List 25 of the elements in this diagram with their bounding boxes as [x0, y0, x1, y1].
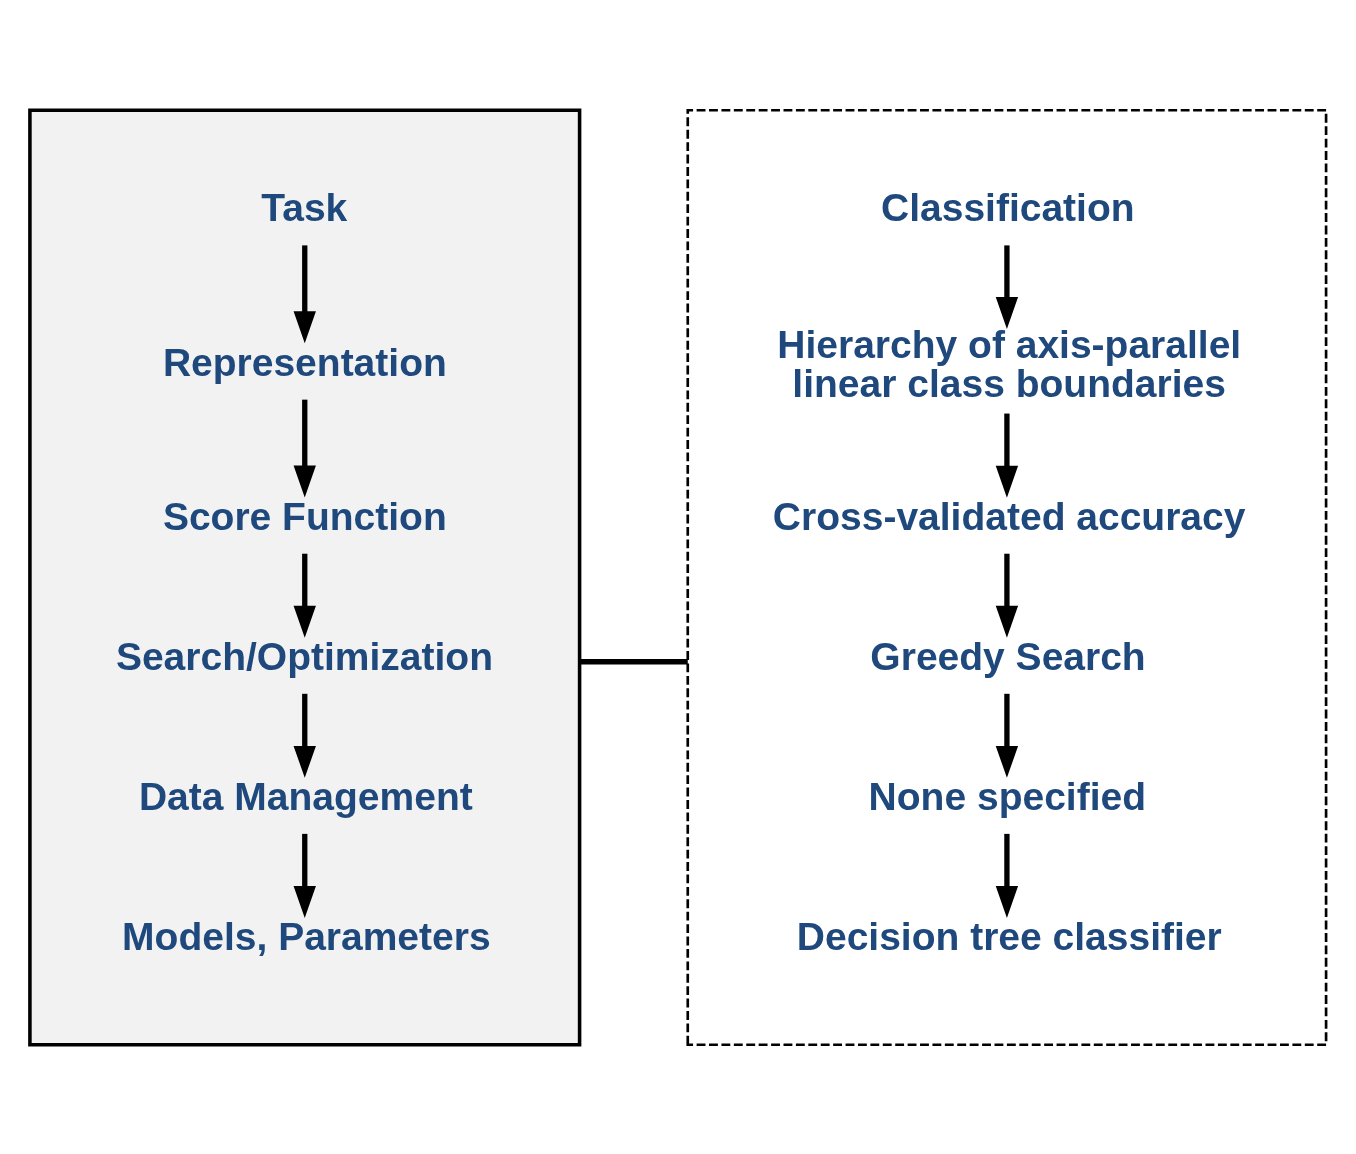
arrow — [995, 413, 1019, 498]
cluster — [28, 108, 582, 1046]
node-text: Search/Optimization — [115, 634, 493, 678]
node-text: None specified — [868, 774, 1147, 818]
arrow — [995, 553, 1019, 638]
arrow — [293, 244, 316, 343]
arrow — [995, 693, 1019, 778]
node-text: Score Function — [162, 494, 447, 538]
arrow — [995, 244, 1019, 329]
arrow — [293, 693, 316, 778]
arrow — [293, 399, 316, 497]
arrow — [293, 833, 316, 918]
connector — [579, 658, 688, 664]
node-text: Hierarchy of axis-parallel linear class boundaries — [777, 322, 1242, 405]
node-text: Models, Parameters — [122, 914, 491, 958]
node-text: Task — [261, 185, 348, 229]
arrow — [995, 833, 1019, 918]
cluster — [686, 108, 1328, 1046]
node-text: Classification — [881, 185, 1135, 229]
node-text: Representation — [162, 340, 447, 384]
node-text: Greedy Search — [870, 634, 1146, 678]
arrow — [293, 553, 316, 638]
node-text: Cross-validated accuracy — [772, 494, 1246, 538]
node-text: Decision tree classifier — [796, 914, 1222, 958]
node-text: Data Management — [138, 774, 473, 818]
